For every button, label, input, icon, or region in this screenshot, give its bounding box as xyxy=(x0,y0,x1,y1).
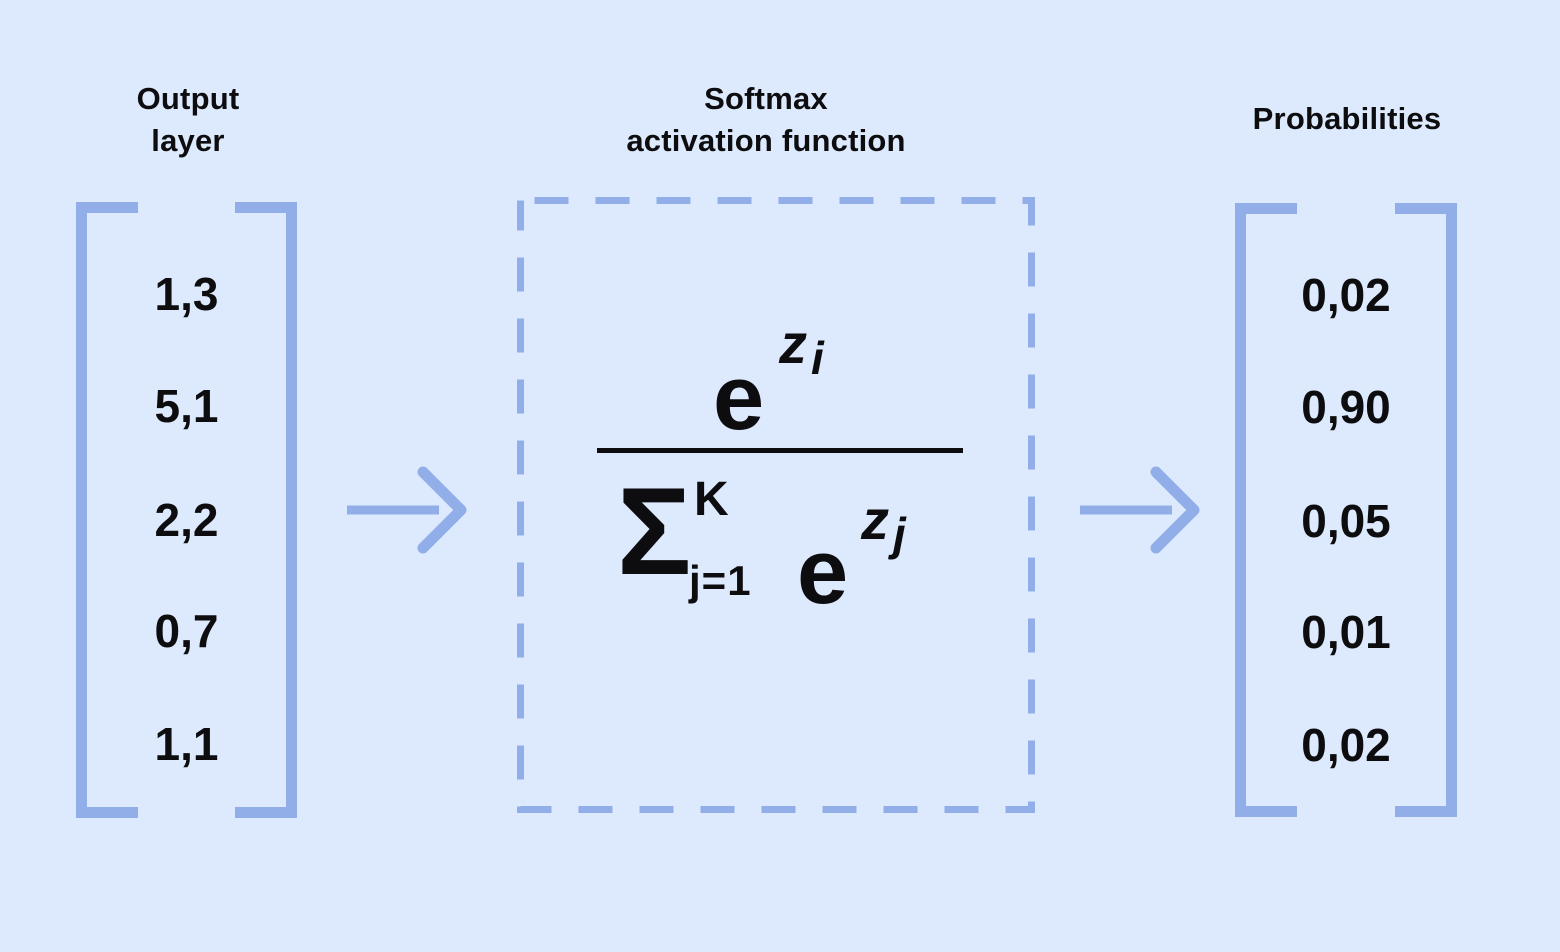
formula-sum-upper-limit: K xyxy=(694,473,729,526)
probability-value-3: 0,05 xyxy=(1301,495,1391,547)
probabilities-vector: 0,02 0,90 0,05 0,01 0,02 xyxy=(1235,203,1457,817)
formula-sum-symbol: Σ xyxy=(617,463,692,601)
formula-numerator-index: i xyxy=(811,332,824,384)
output-value-2: 5,1 xyxy=(154,380,219,432)
arrow-right-icon xyxy=(1080,466,1200,554)
bracket-left-icon xyxy=(76,202,138,818)
probability-value-1: 0,02 xyxy=(1301,269,1391,321)
formula-denominator-e: e xyxy=(797,521,849,623)
softmax-title-line2: activation function xyxy=(626,123,906,158)
softmax-box-border xyxy=(517,197,1035,813)
bracket-right-icon xyxy=(1395,203,1457,817)
softmax-formula: e zi Σ K j=1 e zj xyxy=(597,316,963,630)
fraction-bar xyxy=(597,448,963,453)
output-value-3: 2,2 xyxy=(154,494,219,546)
probability-value-5: 0,02 xyxy=(1301,719,1391,771)
probabilities-title: Probabilities xyxy=(1252,101,1442,136)
formula-denominator-index: j xyxy=(893,508,906,560)
output-layer-title: Output layer xyxy=(38,78,338,162)
output-layer-title-line1: Output xyxy=(136,81,240,116)
output-layer-title-line2: layer xyxy=(151,123,225,158)
bracket-left-icon xyxy=(1235,203,1297,817)
formula-denominator-exponent: zj xyxy=(861,488,906,560)
probability-value-4: 0,01 xyxy=(1301,606,1391,658)
probability-value-2: 0,90 xyxy=(1301,381,1391,433)
softmax-title: Softmax activation function xyxy=(516,78,1016,162)
bracket-right-icon xyxy=(235,202,297,818)
formula-sum-lower-limit: j=1 xyxy=(689,557,752,604)
output-value-1: 1,3 xyxy=(154,268,219,320)
arrow-right-icon xyxy=(347,466,467,554)
output-layer-vector: 1,3 5,1 2,2 0,7 1,1 xyxy=(76,202,297,818)
output-value-5: 1,1 xyxy=(154,718,219,770)
softmax-title-line1: Softmax xyxy=(704,81,828,116)
formula-numerator-exponent: zi xyxy=(779,312,824,384)
formula-numerator-e: e xyxy=(713,347,765,449)
output-value-4: 0,7 xyxy=(154,605,219,657)
